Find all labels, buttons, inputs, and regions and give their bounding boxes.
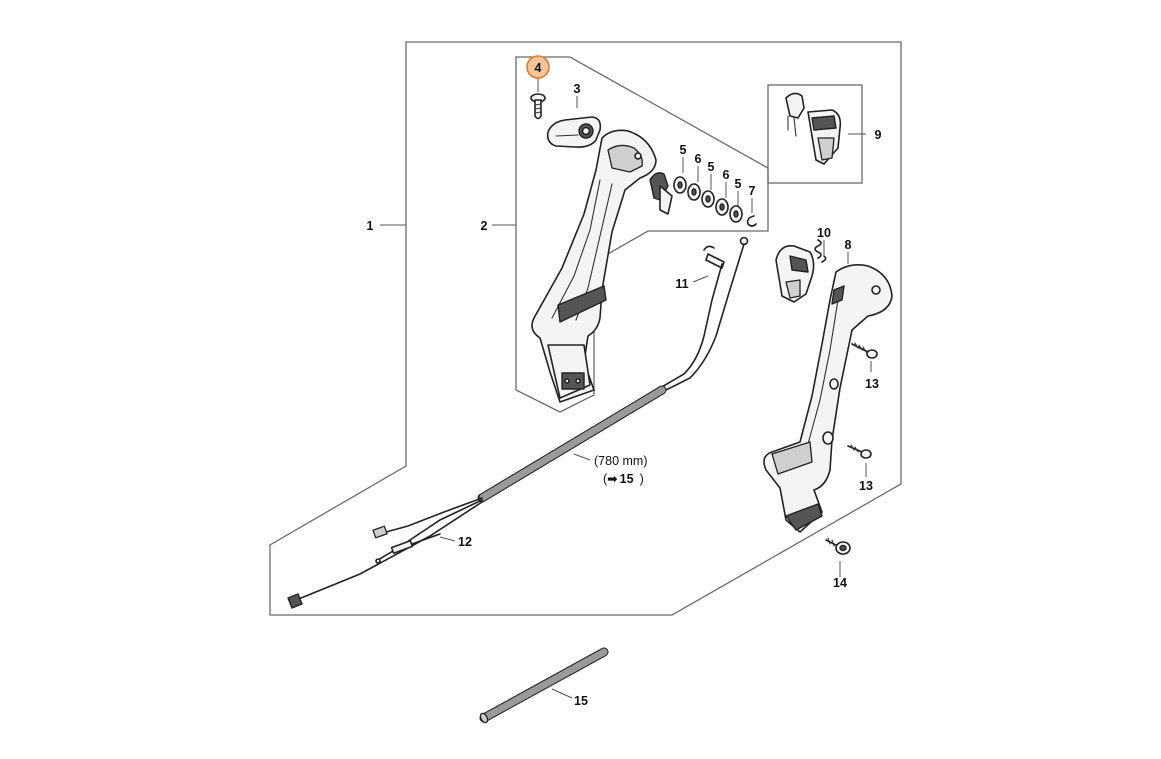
callout-4[interactable]: 4 (535, 61, 542, 75)
throttle-trigger[interactable] (649, 172, 673, 215)
part-9-switch[interactable] (785, 92, 842, 165)
callout-8[interactable]: 8 (845, 238, 852, 252)
assembly-frame-outer (269, 41, 902, 616)
washer-set[interactable] (673, 176, 757, 227)
callout-15[interactable]: 15 (574, 694, 588, 708)
callout-7[interactable]: 7 (749, 184, 756, 198)
leader-lines (380, 78, 872, 699)
part-2-control-handle[interactable] (531, 129, 657, 403)
hose-length: (780 mm) (594, 454, 647, 468)
throttle-cable (659, 243, 745, 393)
callout-5a[interactable]: 5 (680, 143, 687, 157)
callout-labels: 1 2 3 4 5 6 5 6 5 7 8 9 10 11 12 13 13 1… (367, 61, 882, 708)
part-13-screw-upper[interactable] (851, 342, 878, 359)
callout-2[interactable]: 2 (481, 219, 488, 233)
hose-length-note: (780 mm) (➡15) (594, 454, 647, 486)
callout-11[interactable]: 11 (675, 277, 688, 291)
part-3-clamp[interactable] (546, 116, 602, 148)
callout-14[interactable]: 14 (833, 576, 847, 590)
part-11-cable-end[interactable] (703, 236, 749, 269)
part-8-handle[interactable] (763, 264, 893, 533)
part-12-wiring[interactable] (287, 497, 483, 609)
callout-12[interactable]: 12 (458, 535, 472, 549)
callout-13b[interactable]: 13 (859, 479, 873, 493)
callout-3[interactable]: 3 (574, 82, 581, 96)
part-10-spring[interactable] (814, 239, 827, 263)
arrow-right-icon: ➡ (607, 472, 618, 486)
switch-housing[interactable] (775, 244, 815, 303)
callout-1[interactable]: 1 (367, 219, 374, 233)
callout-6a[interactable]: 6 (695, 152, 702, 166)
part-15-hose[interactable] (479, 647, 609, 724)
callout-5b[interactable]: 5 (708, 160, 715, 174)
hose-reference[interactable]: (➡15) (603, 472, 644, 486)
protective-hose (477, 385, 667, 503)
part-4-screw[interactable] (530, 93, 546, 120)
part-13-screw-lower[interactable] (847, 444, 872, 459)
callout-4-highlight (526, 55, 550, 79)
callout-9[interactable]: 9 (875, 128, 882, 142)
callout-13a[interactable]: 13 (865, 377, 879, 391)
callout-6b[interactable]: 6 (723, 168, 730, 182)
assembly-frame-inner (515, 56, 769, 413)
callout-10[interactable]: 10 (817, 226, 831, 240)
part-14-screw[interactable] (825, 537, 851, 555)
callout-5c[interactable]: 5 (735, 177, 742, 191)
